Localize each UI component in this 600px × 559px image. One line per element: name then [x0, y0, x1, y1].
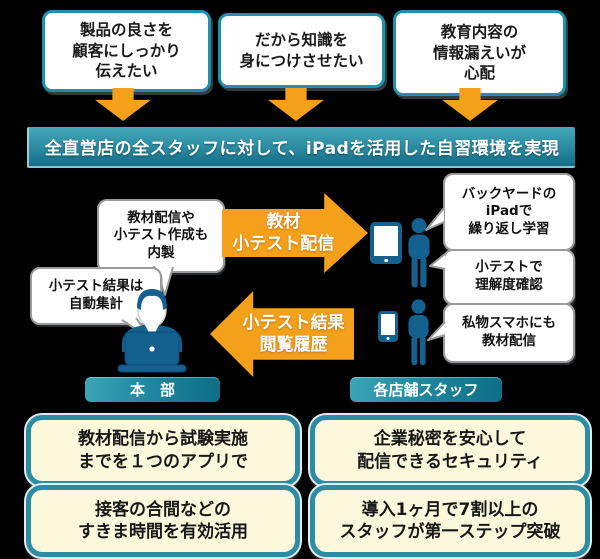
- flow-arrow-to-staff: 教材 小テスト配信: [222, 193, 368, 273]
- callout-tail: [427, 321, 446, 341]
- hq-callout-autocount: 小テスト結果は 自動集計: [30, 267, 162, 325]
- flow-arrow-to-hq: 小テスト結果 閲覧履歴: [210, 291, 354, 377]
- benefit-box-spare-time: 接客の合間などの すきま時間を有効活用: [26, 485, 300, 557]
- pain-point-bubble-3: 教育内容の 情報漏えいが 心配: [393, 10, 566, 96]
- down-arrow-icon: [268, 88, 324, 121]
- pain-point-bubble-1: 製品の良さを 顧客にしっかり 伝えたい: [42, 10, 211, 92]
- benefit-box-one-app: 教材配信から試験実施 までを１つのアプリで: [26, 415, 300, 486]
- staff-callout-repeat-learning: バックヤードの iPadで 繰り返し学習: [443, 173, 575, 251]
- callout-tail: [425, 207, 445, 231]
- benefit-box-security: 企業秘密を安心して 配信できるセキュリティ: [310, 415, 590, 486]
- pain-point-bubble-2: だから知識を 身につけさせたい: [218, 13, 385, 88]
- down-arrow-icon: [95, 88, 151, 121]
- callout-tail: [429, 253, 446, 270]
- staff-person-icon: [408, 299, 429, 366]
- smartphone-icon: [378, 311, 398, 342]
- flow-arrow-to-hq-label: 小テスト結果 閲覧履歴: [242, 312, 345, 355]
- solution-banner: 全直営店の全スタッフに対して、iPadを活用した自習環境を実現: [27, 127, 575, 168]
- staff-person-icon: [408, 218, 430, 288]
- hq-callout-inhouse: 教材配信や 小テスト作成も 内製: [97, 199, 225, 273]
- staff-callout-quiz-check: 小テストで 理解度確認: [443, 249, 575, 305]
- staff-callout-personal-phone: 私物スマホにも 教材配信: [443, 303, 575, 363]
- staff-badge: 各店舗スタッフ: [350, 377, 502, 402]
- hq-badge: 本 部: [85, 377, 220, 402]
- flow-arrow-to-staff-label: 教材 小テスト配信: [232, 211, 335, 254]
- hq-person-laptop-icon: [117, 289, 187, 373]
- benefit-box-first-step: 導入1ヶ月で7割以上の スタッフが第一ステップ突破: [310, 485, 590, 557]
- tablet-icon: [370, 222, 402, 264]
